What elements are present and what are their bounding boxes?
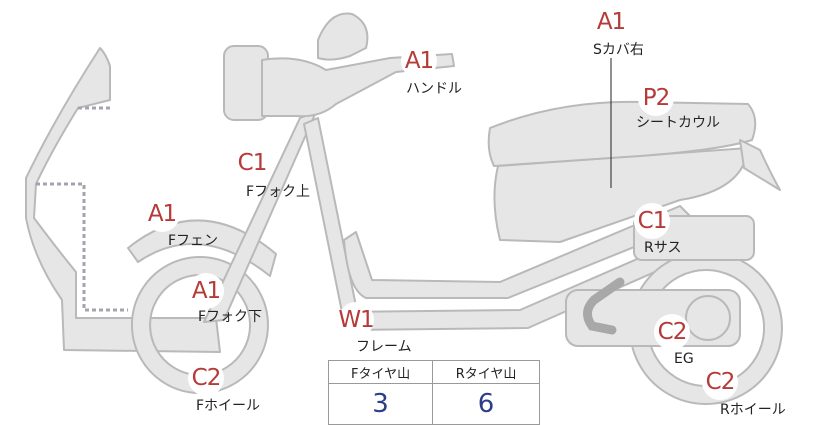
rear-tire-value: 6: [432, 383, 540, 425]
seat-cowl-label: シートカウル: [636, 115, 720, 131]
front-fender-label: Fフェン: [168, 233, 219, 249]
frame-grade-badge: W1: [338, 302, 375, 338]
s-cover-right-label: Sカバ右: [593, 42, 644, 58]
frame-label: フレーム: [356, 339, 412, 355]
rear-suspension-label: Rサス: [644, 240, 682, 256]
handle-label: ハンドル: [406, 81, 462, 97]
front-wheel-grade-badge: C2: [188, 360, 224, 396]
fork-lower-label: Fフォク下: [198, 309, 263, 325]
engine-grade-badge: C2: [654, 314, 690, 350]
fork-upper-grade-badge: C1: [234, 145, 270, 181]
front-fender-grade-badge: A1: [144, 196, 180, 232]
frame-tube: [303, 117, 359, 323]
rear-hub: [685, 295, 731, 341]
handle-grade-badge: A1: [401, 43, 437, 79]
seat: [487, 100, 757, 167]
rear-wheel-grade-badge: C2: [702, 364, 738, 400]
fork-upper-label: Fフォク上: [246, 184, 311, 200]
rear-wheel-label: Rホイール: [720, 402, 786, 418]
front-leg-shield: [25, 47, 221, 353]
engine-arm: [583, 277, 625, 335]
seat-cowl-tail: [739, 139, 781, 191]
front-wheel-label: Fホイール: [196, 398, 261, 414]
front-tire-value: 3: [327, 383, 434, 425]
fork-lower-grade-badge: A1: [188, 273, 224, 309]
engine-label: EG: [674, 351, 694, 367]
s-cover-right-grade-badge: A1: [593, 4, 629, 40]
tire-table-value-row: 3 6: [327, 383, 540, 425]
seat-cowl-grade-badge: P2: [638, 80, 674, 116]
front-tire-header: Fタイヤ山: [327, 360, 434, 384]
tire-tread-table: Fタイヤ山 Rタイヤ山 3 6: [327, 360, 540, 425]
rear-suspension-grade-badge: C1: [634, 203, 670, 239]
mirror: [317, 12, 369, 61]
tire-table-header-row: Fタイヤ山 Rタイヤ山: [327, 360, 540, 384]
rear-tire-header: Rタイヤ山: [432, 360, 540, 384]
dotted-line-middle: [36, 182, 128, 312]
